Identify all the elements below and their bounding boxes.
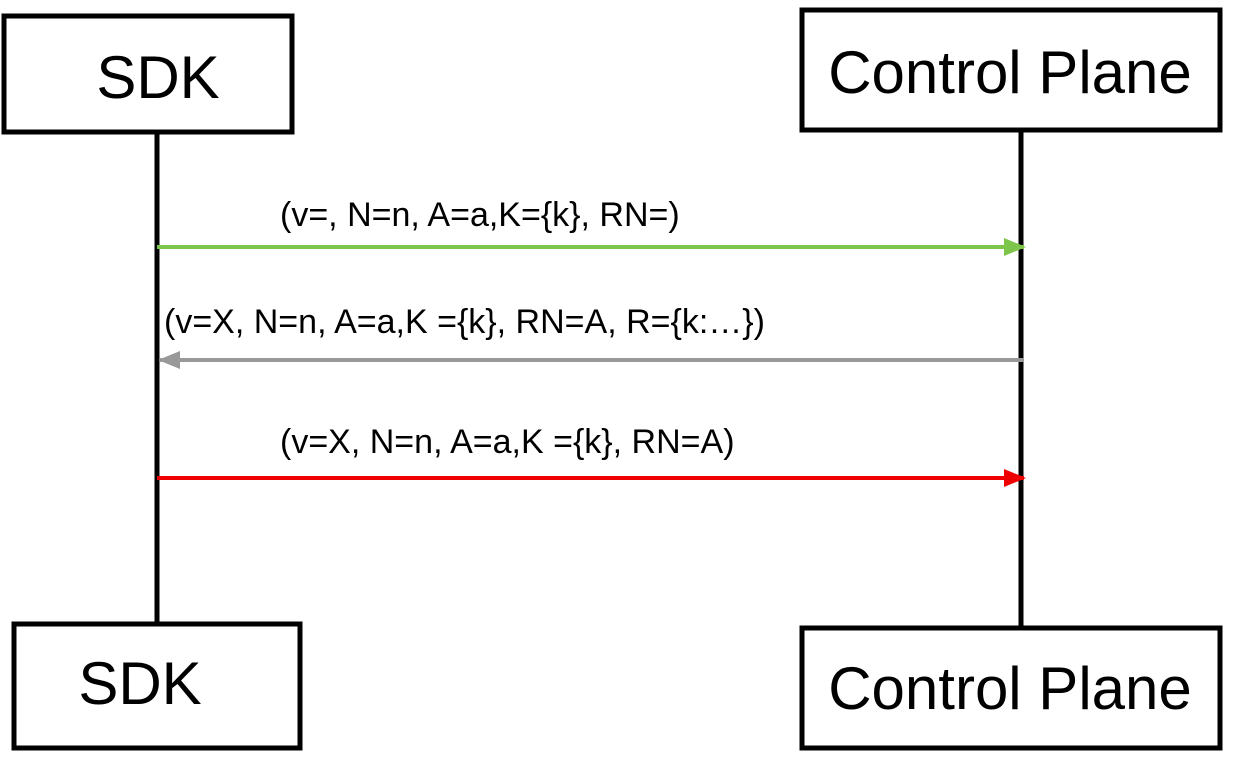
control-plane-bottom-label: Control Plane (828, 655, 1192, 722)
control-plane-bottom-box: Control Plane (799, 625, 1223, 751)
control-plane-top-box: Control Plane (799, 7, 1223, 133)
message-1-label: (v=, N=n, A=a,K={k}, RN=) (280, 196, 680, 234)
sdk-top-box: SDK (1, 13, 295, 135)
sdk-bottom-box: SDK (11, 621, 303, 751)
control-plane-top-label: Control Plane (828, 39, 1192, 106)
sdk-bottom-label: SDK (78, 650, 201, 717)
sdk-top-label: SDK (96, 44, 219, 111)
message-3-label: (v=X, N=n, A=a,K ={k}, RN=A) (280, 423, 735, 461)
message-2-label: (v=X, N=n, A=a,K ={k}, RN=A, R={k:…}) (164, 303, 765, 341)
